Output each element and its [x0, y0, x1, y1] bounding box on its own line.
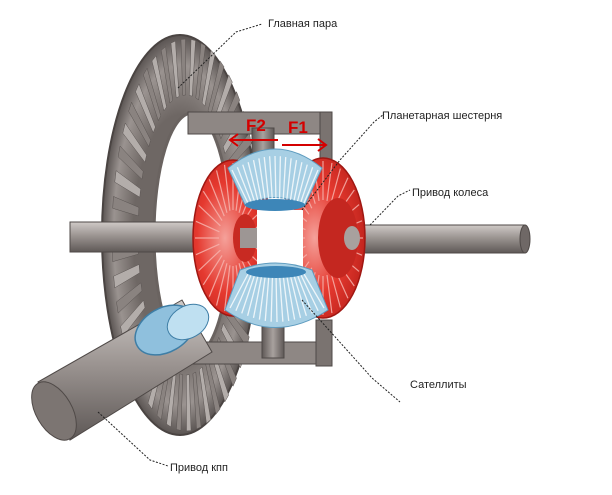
label-gearbox-drive: Привод кпп	[170, 462, 228, 474]
force-f1-label: F1	[288, 118, 308, 137]
top-satellite-gear	[227, 148, 323, 211]
leader-wheel-drive	[369, 189, 411, 226]
leader-main-pair	[177, 23, 263, 89]
pinion-drive	[31, 299, 213, 441]
label-main-pair: Главная пара	[268, 18, 338, 30]
label-satellites: Сателлиты	[410, 379, 467, 391]
force-f2-label: F2	[246, 116, 266, 135]
leader-side-gear	[301, 113, 385, 211]
bottom-satellite-gear	[224, 262, 329, 328]
leader-gearbox-drive	[97, 411, 169, 467]
label-wheel-drive: Привод колеса	[412, 187, 489, 199]
label-side-gear: Планетарная шестерня	[382, 110, 502, 122]
right-axle-shaft	[344, 224, 526, 254]
force-arrows: F2 F1	[228, 116, 328, 152]
